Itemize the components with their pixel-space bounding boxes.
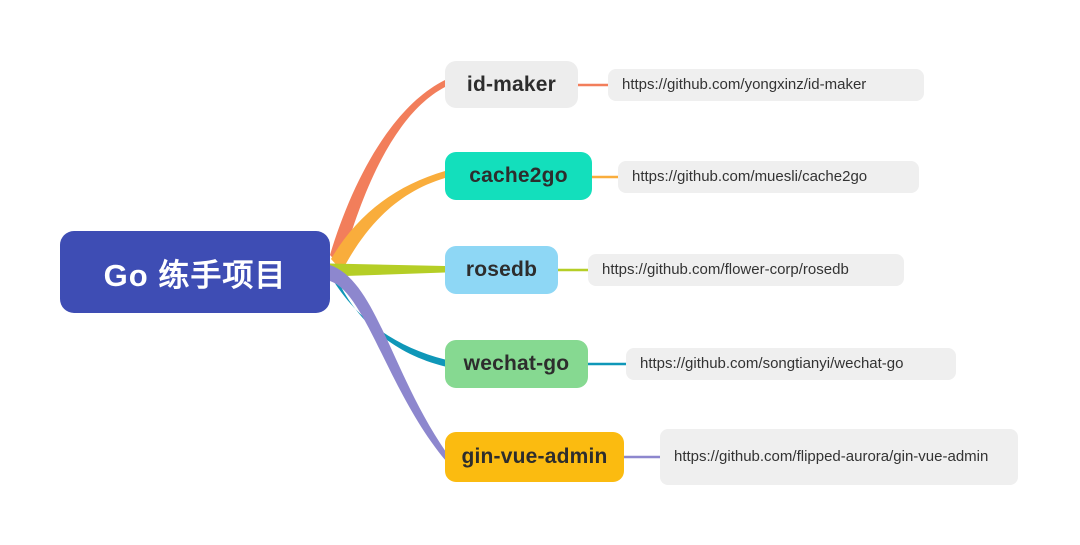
url-text: https://github.com/flower-corp/rosedb (602, 261, 849, 278)
url-node-wechat-go[interactable]: https://github.com/songtianyi/wechat-go (626, 348, 956, 380)
url-node-id-maker[interactable]: https://github.com/yongxinz/id-maker (608, 69, 924, 101)
branch-node-wechat-go[interactable]: wechat-go (445, 340, 588, 388)
url-node-rosedb[interactable]: https://github.com/flower-corp/rosedb (588, 254, 904, 286)
branch-curve-rosedb (330, 263, 445, 277)
branch-node-label: id-maker (466, 72, 557, 96)
root-node-label: Go 练手项目 (103, 257, 287, 293)
branch-node-label: wechat-go (463, 352, 570, 375)
branch-node-label: rosedb (465, 258, 538, 281)
branch-curve-id-maker (330, 80, 445, 267)
url-text: https://github.com/flipped-aurora/gin-vu… (674, 448, 989, 465)
url-text: https://github.com/songtianyi/wechat-go (640, 355, 904, 372)
branch-node-rosedb[interactable]: rosedb (445, 246, 558, 294)
branch-node-gin-vue-admin[interactable]: gin-vue-admin (445, 432, 624, 482)
url-node-cache2go[interactable]: https://github.com/muesli/cache2go (618, 161, 919, 193)
url-text: https://github.com/muesli/cache2go (632, 168, 868, 185)
url-node-gin-vue-admin[interactable]: https://github.com/flipped-aurora/gin-vu… (660, 429, 1018, 485)
branch-node-label: cache2go (469, 164, 568, 187)
branch-node-id-maker[interactable]: id-maker (445, 61, 578, 108)
url-text: https://github.com/yongxinz/id-maker (622, 76, 867, 93)
root-node[interactable]: Go 练手项目 (60, 231, 330, 313)
branch-node-cache2go[interactable]: cache2go (445, 152, 592, 200)
branch-curve-cache2go (331, 171, 445, 271)
branch-curve-gin-vue-admin (330, 265, 446, 461)
branch-curve-wechat-go (331, 277, 445, 367)
branch-node-label: gin-vue-admin (461, 445, 608, 468)
